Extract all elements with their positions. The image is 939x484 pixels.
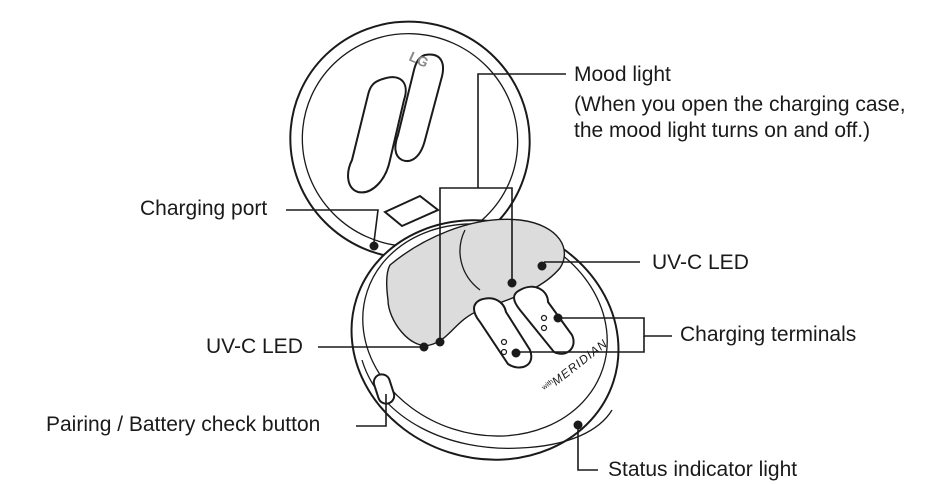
label-uvc-led-left: UV-C LED (206, 335, 303, 358)
label-mood-light-note-1: (When you open the charging case, (574, 93, 906, 116)
lid-recess-right (394, 53, 444, 162)
label-uvc-led-right: UV-C LED (652, 251, 749, 274)
leader-mood-light-bracket (439, 187, 513, 340)
label-pairing-button: Pairing / Battery check button (46, 413, 321, 436)
leader-charging-terminals-2 (518, 336, 645, 353)
case-lid (289, 20, 531, 260)
leader-status-light (577, 425, 598, 471)
leader-mood-light (477, 73, 566, 188)
pairing-button[interactable] (372, 372, 396, 405)
lid-logo: LG (407, 48, 431, 71)
label-mood-light: Mood light (574, 63, 671, 86)
charging-port-dot (369, 241, 379, 251)
label-mood-light-note-2: the mood light turns on and off.) (574, 119, 871, 142)
hinge (383, 194, 440, 228)
mood-light-dot-right (507, 278, 517, 288)
charging-terminal-dot-right (553, 313, 563, 323)
status-light-dot (573, 420, 583, 430)
uvc-led-left-dot (419, 342, 429, 352)
uvc-led-right-dot (537, 261, 547, 271)
charging-terminal-dot-left (511, 348, 521, 358)
leader-pairing-button (356, 394, 387, 427)
leader-charging-port (286, 209, 379, 243)
lid-recess-left (347, 76, 407, 194)
label-status-light: Status indicator light (608, 458, 798, 481)
leader-charging-terminals (560, 317, 672, 337)
label-charging-terminals: Charging terminals (680, 323, 857, 346)
mood-light-dot-left (435, 337, 445, 347)
label-charging-port: Charging port (140, 197, 268, 220)
